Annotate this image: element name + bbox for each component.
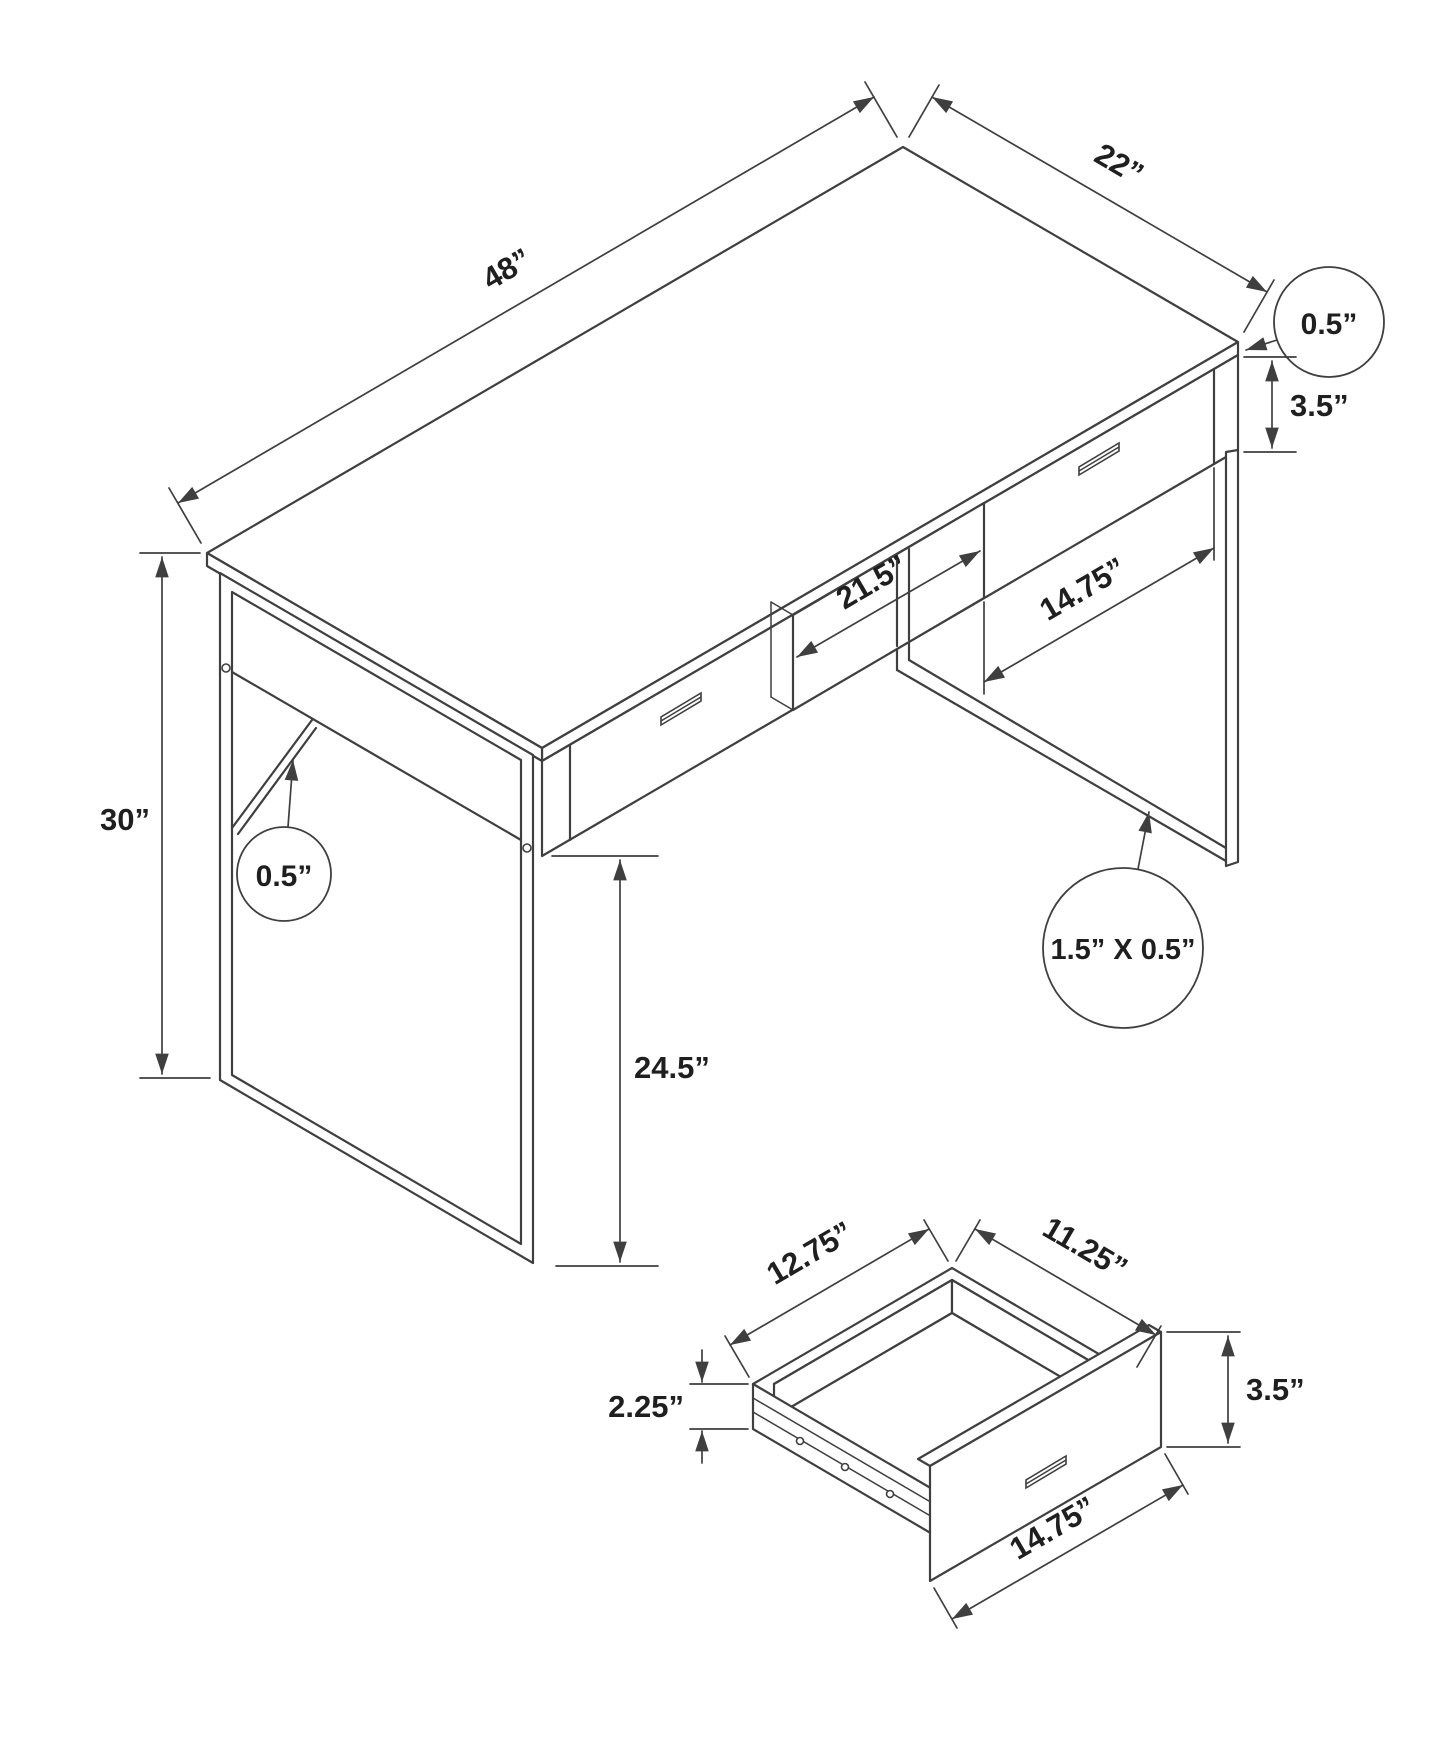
dim-drawer-side-height: 2.25” bbox=[608, 1349, 749, 1464]
dim-overall-height: 30” bbox=[100, 552, 211, 1079]
callout-circle bbox=[1273, 266, 1385, 378]
drawer-front-handle bbox=[1025, 1454, 1067, 1490]
dim-drawer-length-label: 12.75” bbox=[761, 1214, 859, 1291]
dim-drawer-width-label: 14.75” bbox=[1034, 550, 1132, 627]
callout-top-thickness: 0.5” bbox=[1245, 266, 1385, 378]
dim-overall-height-label: 30” bbox=[100, 802, 150, 837]
cubby-inner-wall-top bbox=[770, 601, 794, 616]
dim-top-depth-label: 22” bbox=[1089, 136, 1150, 191]
corner-brace-edge-1 bbox=[230, 718, 314, 830]
drawer-slide-rail bbox=[752, 1397, 935, 1519]
right-front-leg bbox=[1224, 448, 1240, 868]
dim-top-length-label: 48” bbox=[476, 241, 537, 296]
screw-hole-bottom bbox=[522, 843, 532, 853]
left-drawer-handle bbox=[660, 691, 702, 727]
dim-clearance-height-label: 24.5” bbox=[634, 1050, 710, 1085]
dim-drawer-face-height: 3.5” bbox=[1243, 356, 1349, 453]
apron-bottom-through-frame bbox=[230, 670, 523, 842]
bottom-rail-top-edge bbox=[907, 658, 1228, 850]
callout-brace: 0.5” bbox=[236, 759, 332, 922]
callout-circle bbox=[236, 826, 332, 922]
dim-frame-tube-label: 1.5” X 0.5” bbox=[1050, 934, 1195, 966]
callout-circle bbox=[1042, 867, 1204, 1029]
dim-drawer-side-height-label: 2.25” bbox=[608, 1389, 684, 1424]
dim-drawer-front-height-label: 3.5” bbox=[1246, 1372, 1305, 1407]
rail-roller-1 bbox=[795, 1436, 805, 1446]
cubby-inner-wall-bottom bbox=[770, 696, 794, 711]
dim-brace-label: 0.5” bbox=[256, 860, 313, 893]
rail-roller-2 bbox=[840, 1462, 850, 1472]
left-end-frame bbox=[218, 571, 535, 1265]
rail-roller-3 bbox=[885, 1489, 895, 1499]
dim-drawer-face-height-label: 3.5” bbox=[1290, 388, 1349, 423]
desk-drawing bbox=[205, 145, 1240, 1265]
left-frame-inner bbox=[230, 590, 523, 1246]
screw-hole-top bbox=[221, 663, 231, 673]
corner-brace-edge-2 bbox=[236, 726, 318, 836]
right-drawer-handle bbox=[1078, 441, 1120, 477]
dim-drawer-front-height: 3.5” bbox=[1166, 1331, 1305, 1448]
bottom-rail-bottom-edge bbox=[895, 668, 1228, 863]
right-end-frame bbox=[895, 448, 1240, 868]
dim-clearance-height: 24.5” bbox=[551, 855, 710, 1267]
dim-top-thickness-label: 0.5” bbox=[1301, 308, 1358, 341]
callout-frame-tube: 1.5” X 0.5” bbox=[1042, 811, 1204, 1029]
